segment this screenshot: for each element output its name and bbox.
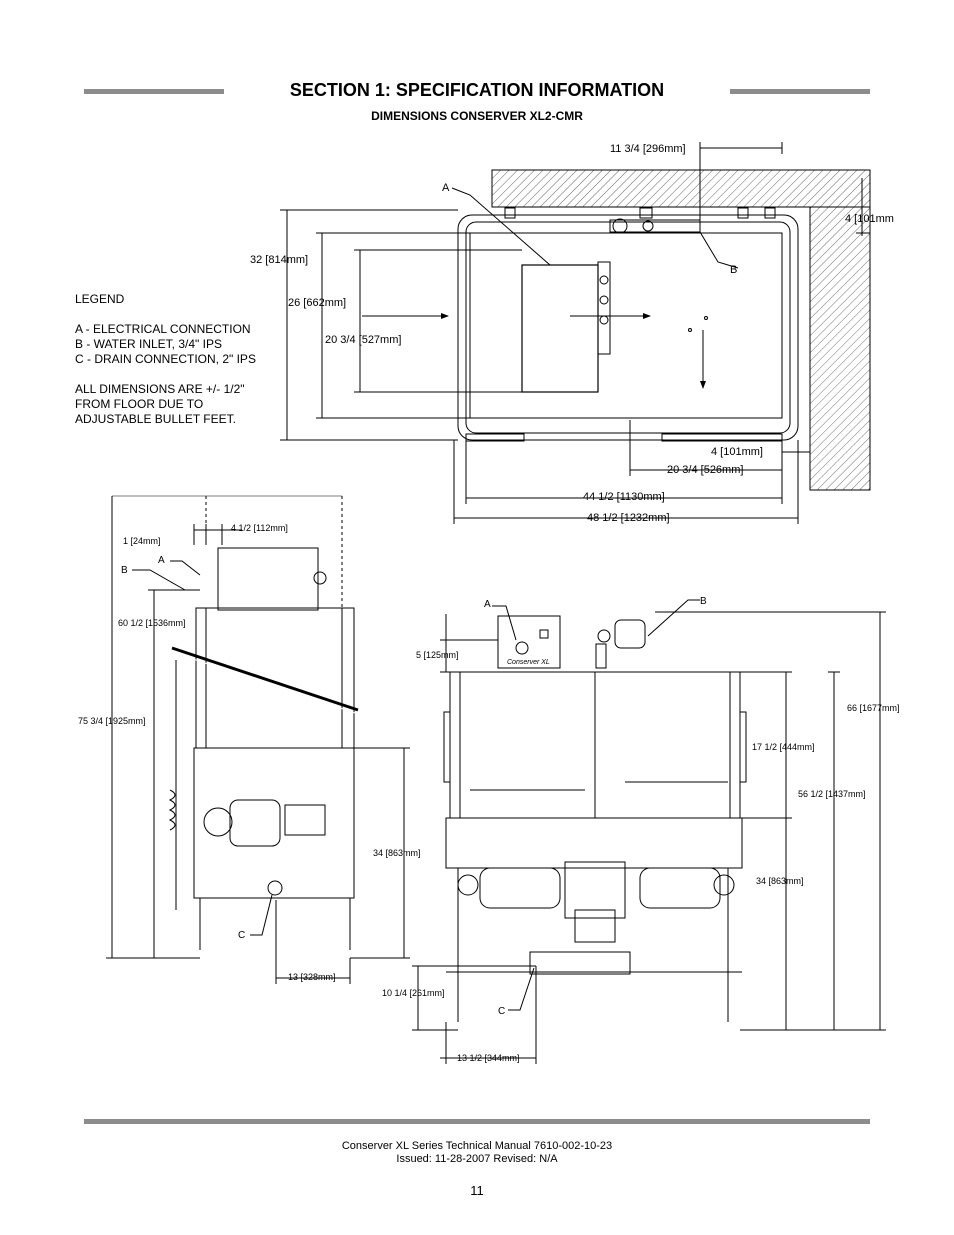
drawing-subtitle: DIMENSIONS CONSERVER XL2-CMR [371,109,583,123]
legend-note-line-1: ALL DIMENSIONS ARE +/- 1/2" [75,382,245,396]
dim-66: 66 [1677mm] [847,703,900,713]
plan-view [280,142,871,524]
dim-17-1-2: 17 1/2 [444mm] [752,742,815,752]
dim-20-3-4-bottom: 20 3/4 [526mm] [667,464,743,476]
label-a-side: A [158,555,165,566]
dim-48-1-2: 48 1/2 [1232mm] [587,512,670,524]
front-view [412,599,886,1064]
dim-13-1-2: 13 1/2 [344mm] [457,1053,520,1063]
legend: LEGEND A - ELECTRICAL CONNECTION B - WAT… [75,292,256,427]
header-rule-left [84,89,224,94]
dim-20-3-4-left: 20 3/4 [527mm] [325,334,401,346]
control-box [521,264,599,393]
legend-item-b: B - WATER INLET, 3/4" IPS [75,337,222,351]
front-panel-logo: Conserver XL [507,659,550,666]
footer-manual: Conserver XL Series Technical Manual 761… [341,1140,613,1152]
label-b-front: B [700,596,707,607]
dim-4-1-2-side: 4 1/2 [112mm] [231,523,288,533]
page-number: 11 [470,1183,484,1198]
legend-item-a: A - ELECTRICAL CONNECTION [75,322,251,336]
section-title: SECTION 1: SPECIFICATION INFORMATION [289,80,665,100]
dim-60-1-2: 60 1/2 [1536mm] [118,618,186,628]
side-view [106,495,410,984]
label-b-side: B [121,565,128,576]
header-rule-right [730,89,870,94]
wall-hatch-top [491,169,871,208]
dim-34-side: 34 [863mm] [373,848,421,858]
dim-10-1-4: 10 1/4 [261mm] [382,988,445,998]
dim-1-side: 1 [24mm] [123,536,161,546]
machine-outline [457,214,799,441]
dim-75-3-4: 75 3/4 [1925mm] [78,716,146,726]
dim-34-front: 34 [863mm] [756,876,804,886]
dim-4-top: 4 [101mm [845,213,894,225]
legend-heading: LEGEND [75,292,125,306]
label-a-front: A [484,599,491,610]
dim-4-bottom: 4 [101mm] [711,446,763,458]
dim-44-1-2: 44 1/2 [1130mm] [583,491,665,503]
legend-note-line-2: FROM FLOOR DUE TO [75,397,204,411]
front-control-box [497,615,561,669]
footer-rule [84,1119,870,1124]
label-a-plan: A [442,182,450,194]
footer-issued: Issued: 11-28-2007 Revised: N/A [396,1153,558,1165]
dim-5-front: 5 [125mm] [416,650,459,660]
dim-32: 32 [814mm] [250,254,308,266]
dim-26: 26 [662mm] [288,297,346,309]
legend-item-c: C - DRAIN CONNECTION, 2" IPS [75,352,256,366]
label-c-front: C [498,1006,505,1017]
side-control-box [217,547,319,611]
label-b-plan: B [730,264,737,276]
dim-11-3-4: 11 3/4 [296mm] [610,143,686,155]
dim-56-1-2: 56 1/2 [1437mm] [798,789,866,799]
legend-note-line-3: ADJUSTABLE BULLET FEET. [75,412,236,426]
dim-13-side: 13 [328mm] [288,972,336,982]
label-c-side: C [238,930,245,941]
